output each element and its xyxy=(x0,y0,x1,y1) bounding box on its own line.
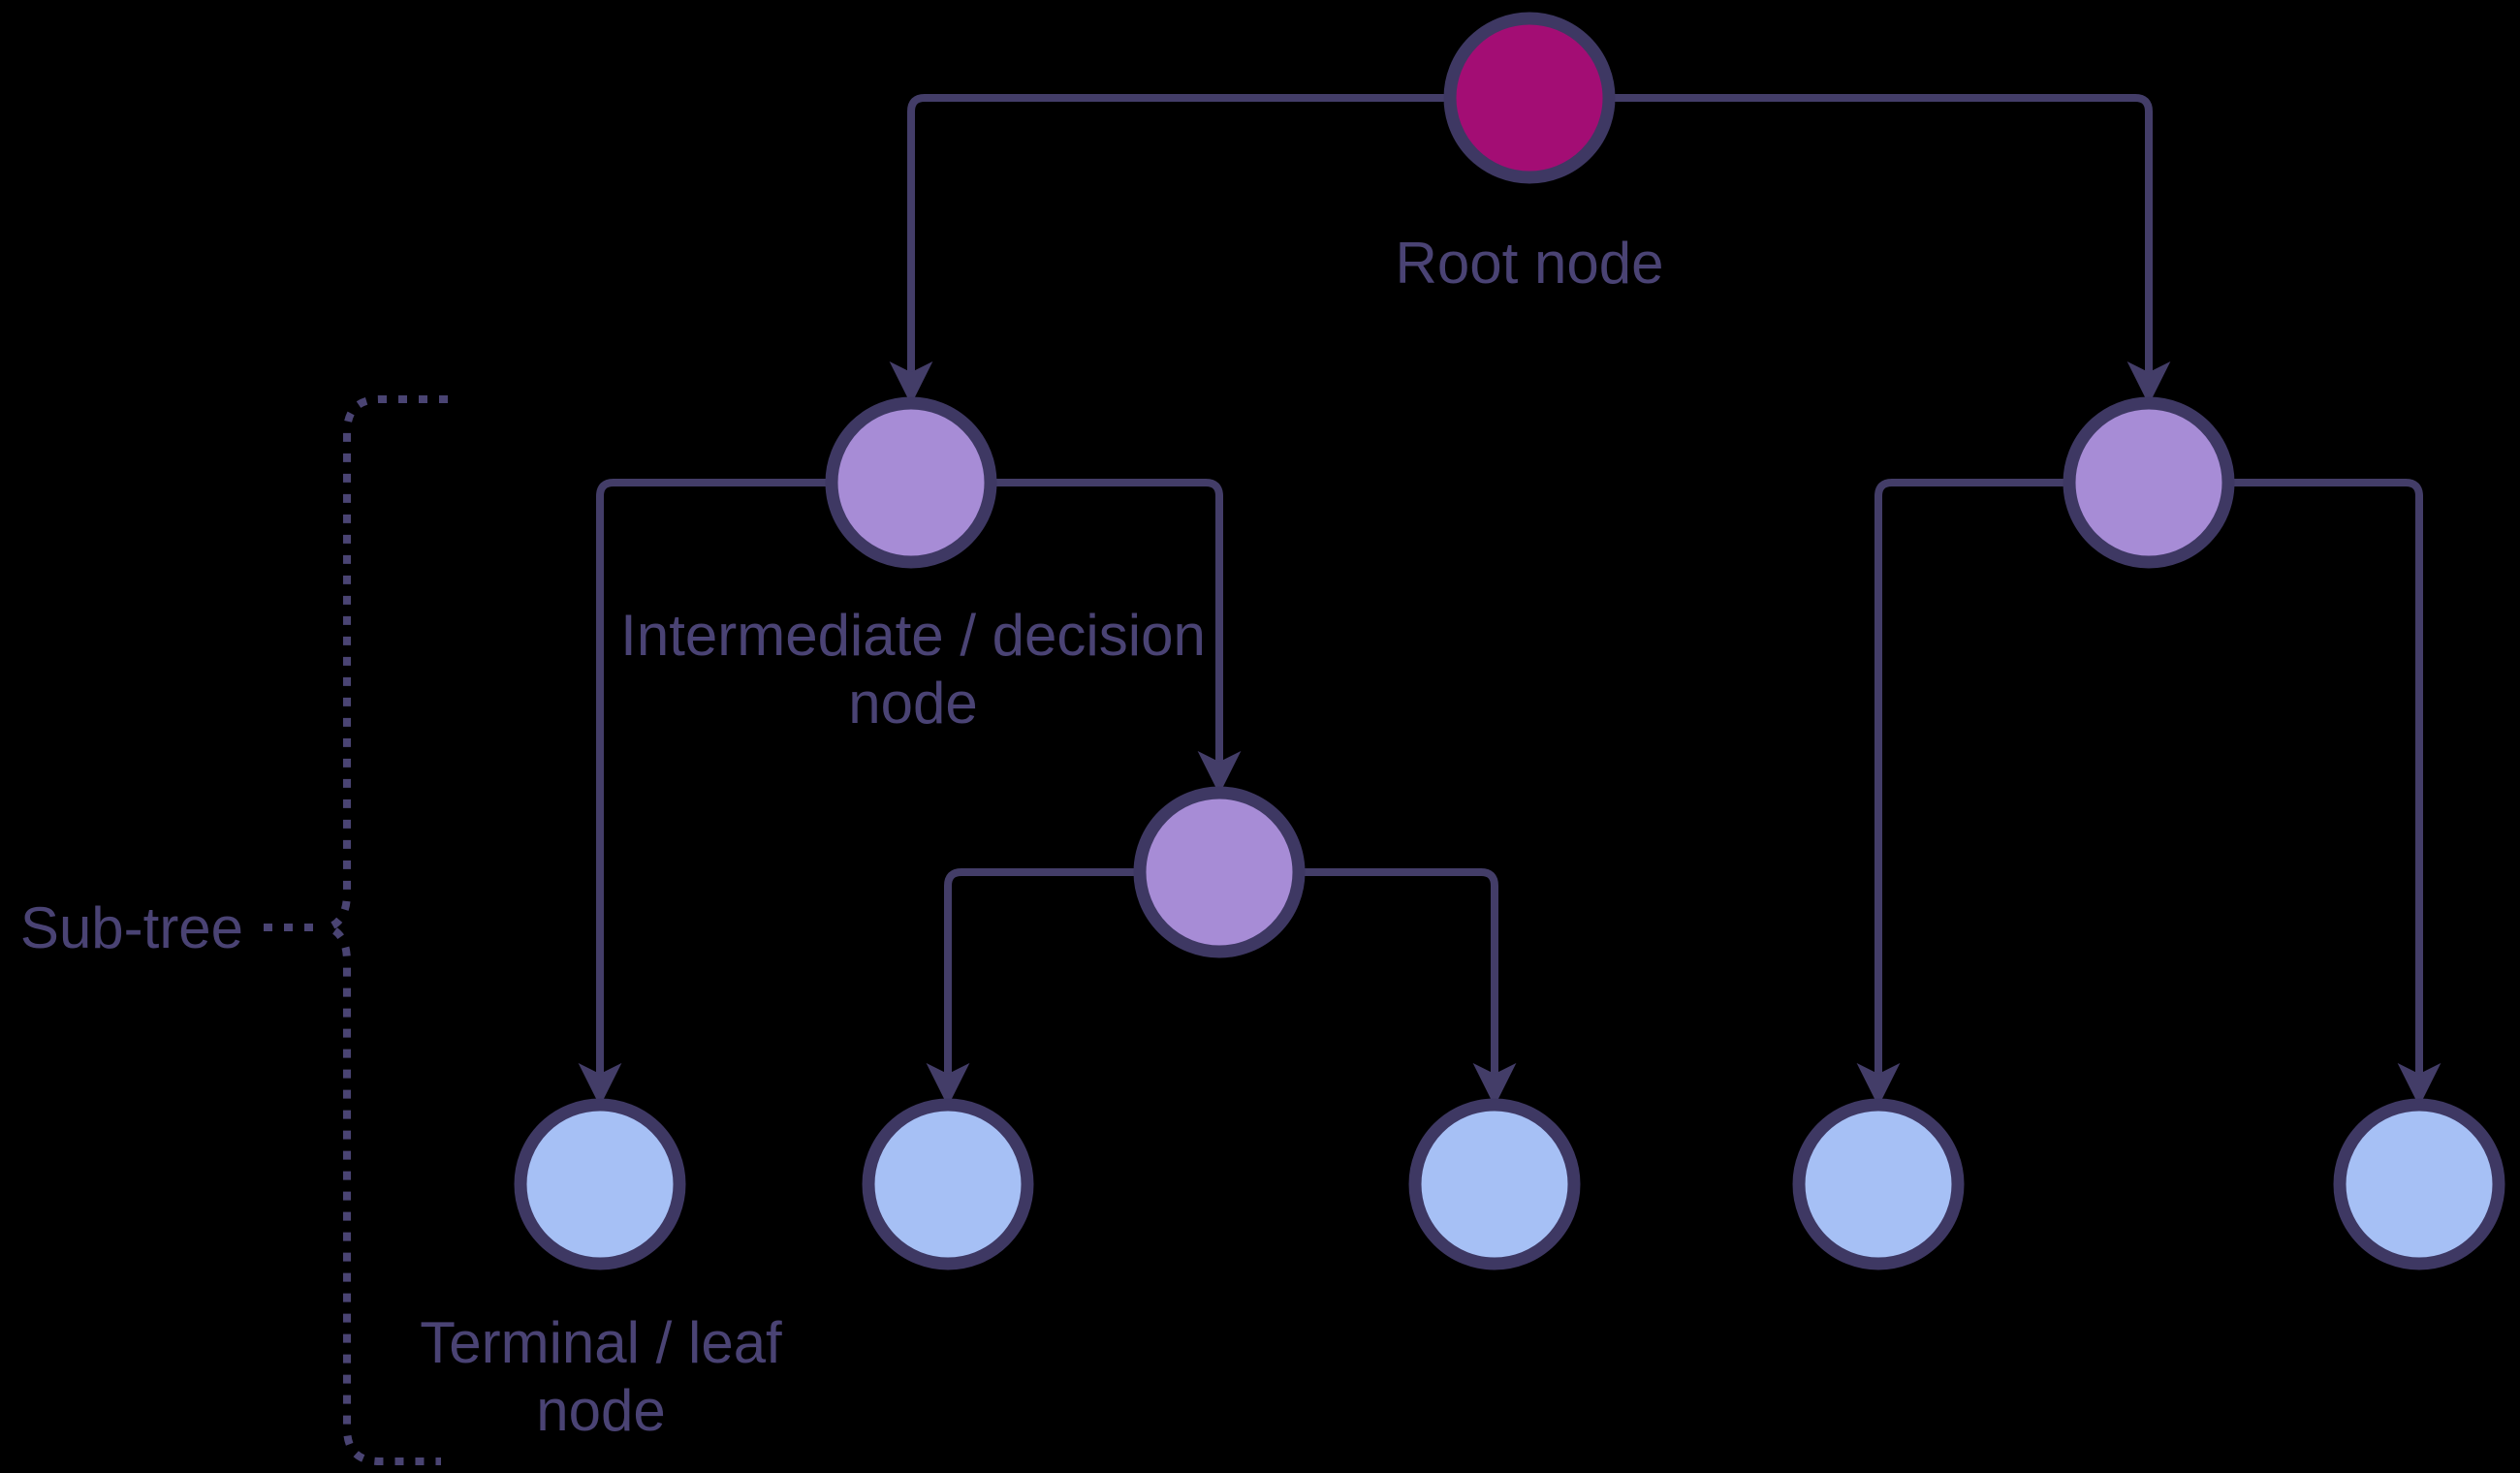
root-node-label: Root node xyxy=(1396,231,1664,296)
edge-mid-to-leaf2 xyxy=(926,868,1140,1107)
decision-node-l2l xyxy=(825,396,997,569)
edge-root-to-left-decision xyxy=(889,94,1450,405)
edge-mid-to-leaf3 xyxy=(1299,868,1517,1107)
intermediate-node-label-line-1: Intermediate / decision xyxy=(620,603,1206,668)
subtree-brace xyxy=(317,395,448,1465)
leaf-node-leaf2 xyxy=(862,1098,1034,1270)
subtree-brace-layer xyxy=(264,395,448,1465)
leaf-node-leaf3 xyxy=(1408,1098,1581,1270)
edge-root-to-right-decision xyxy=(1609,94,2171,405)
edge-right-decision-to-leaf4 xyxy=(1856,479,2069,1107)
subtree-label: Sub-tree xyxy=(20,895,243,960)
edge-left-decision-to-mid xyxy=(991,479,1242,795)
edge-right-decision-to-leaf5 xyxy=(2228,479,2441,1107)
decision-node-l2r xyxy=(2063,396,2235,569)
terminal-node-label-line-1: Terminal / leaf xyxy=(420,1310,782,1375)
edge-left-decision-to-leaf1 xyxy=(578,479,832,1107)
edges-layer xyxy=(578,94,2441,1107)
leaf-node-leaf5 xyxy=(2333,1098,2505,1270)
leaf-node-leaf1 xyxy=(514,1098,686,1270)
root-node-root xyxy=(1443,12,1616,184)
root-node-label-line-1: Root node xyxy=(1396,231,1664,296)
leaf-node-leaf4 xyxy=(1792,1098,1965,1270)
intermediate-node-label-line-2: node xyxy=(848,671,977,736)
decision-node-mid xyxy=(1133,786,1306,958)
terminal-node-label-line-2: node xyxy=(536,1378,665,1443)
nodes-layer xyxy=(514,12,2505,1270)
subtree-label-line-1: Sub-tree xyxy=(20,895,243,960)
